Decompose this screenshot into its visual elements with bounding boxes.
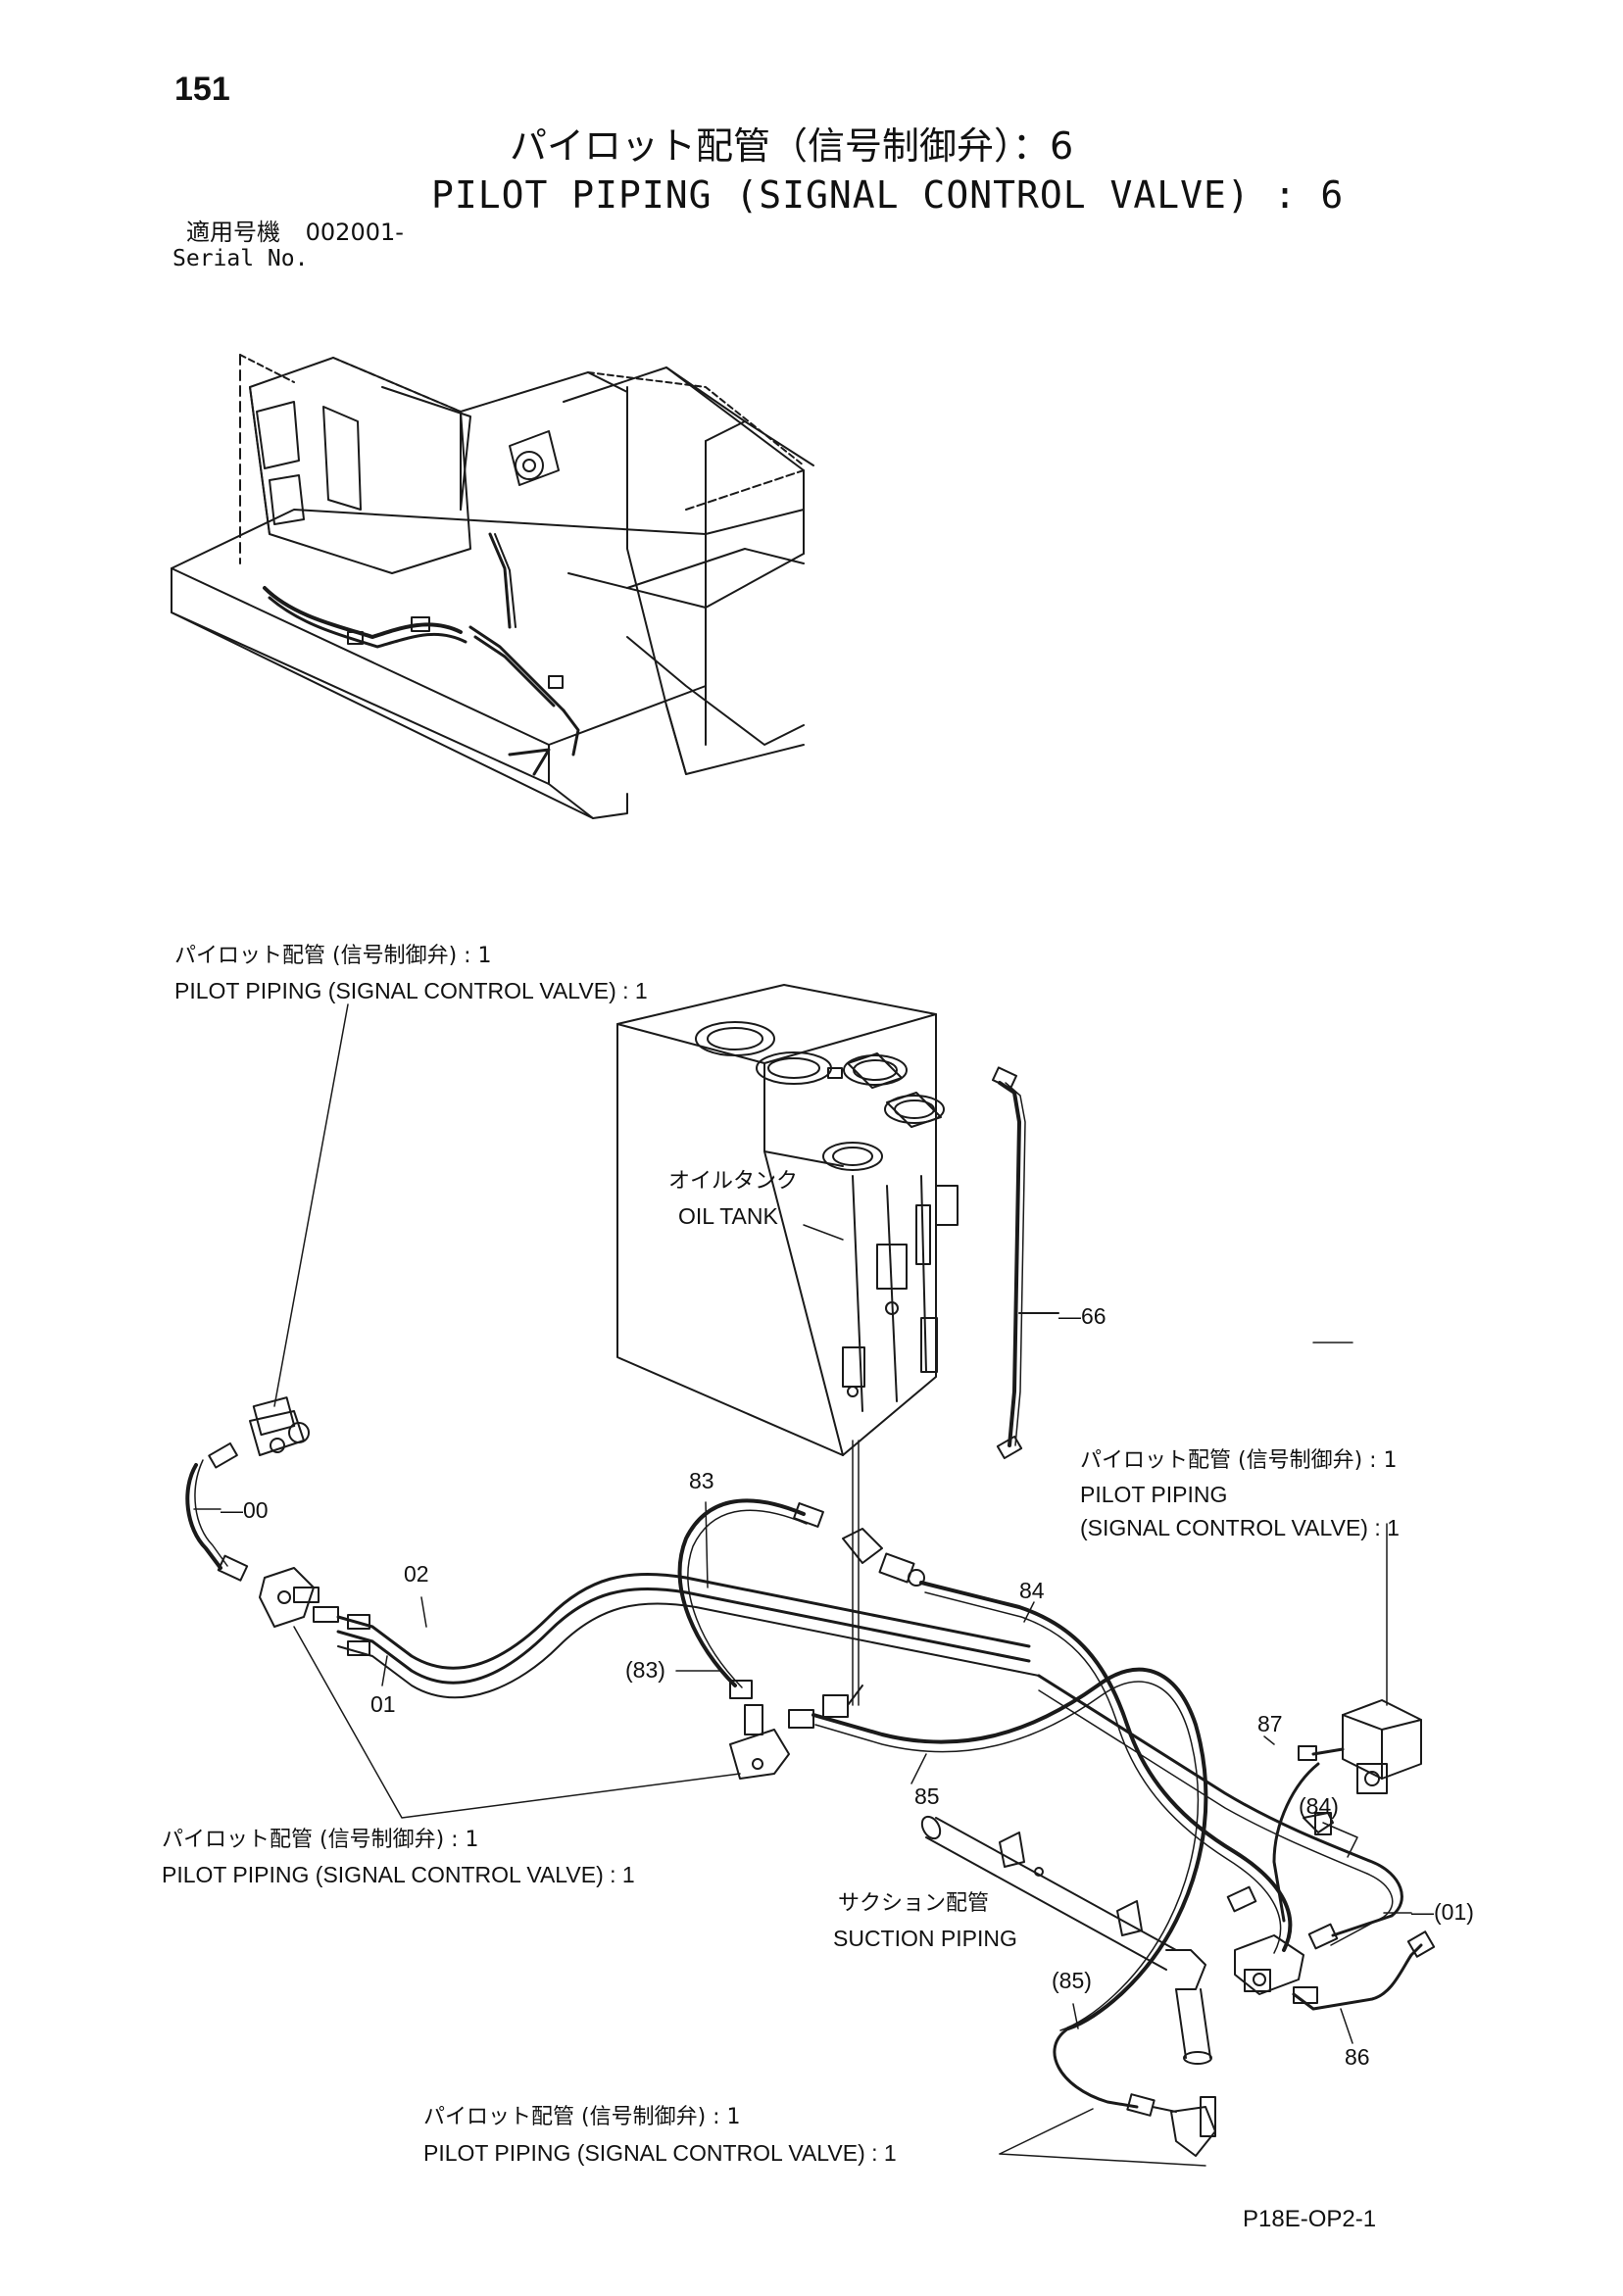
serial-label-en: Serial No. [172,246,309,271]
machine-overview [171,354,814,819]
oil-tank-label-en: OIL TANK [678,1203,778,1229]
callout-top-left-en: PILOT PIPING (SIGNAL CONTROL VALVE) : 1 [174,978,648,1003]
hose-66 [991,1066,1059,1460]
callout-bottom-jp: パイロット配管 (信号制御弁) : 1 [423,2105,741,2129]
part-number-01: 01 [370,1691,396,1717]
part-number-00: —00 [221,1497,269,1523]
hose-01b [1037,1674,1403,1950]
valve-86 [1234,1930,1436,2011]
oil-tank [616,984,959,1456]
part-number-66: —66 [1058,1303,1107,1329]
suction-label-jp: サクション配管 [838,1891,990,1916]
callout-top-left-jp: パイロット配管 (信号制御弁) : 1 [174,944,492,968]
part-number-87: 87 [1257,1711,1283,1736]
serial-label-jp: 適用号機 002001- [186,220,404,244]
callout-right-en2: (SIGNAL CONTROL VALVE) : 1 [1080,1515,1400,1540]
oil-tank-label-jp: オイルタンク [668,1169,799,1194]
callout-lower-left-en: PILOT PIPING (SIGNAL CONTROL VALVE) : 1 [162,1862,635,1887]
part-number-86: 86 [1345,2044,1370,2070]
part-number-83b: (83) [625,1657,665,1683]
left-valve-assembly [185,1396,339,1628]
drawing-code: P18E-OP2-1 [1243,2206,1377,2232]
callout-bottom-en: PILOT PIPING (SIGNAL CONTROL VALVE) : 1 [423,2140,897,2166]
page-number: 151 [174,71,230,108]
part-number-00-text: 00 [243,1497,269,1523]
callout-right-en1: PILOT PIPING [1080,1482,1228,1507]
callout-lower-left-jp: パイロット配管 (信号制御弁) : 1 [162,1828,479,1852]
hoses-01-02 [336,1572,1040,1699]
hose-84-85 [812,1581,1293,2157]
part-number-85: 85 [914,1783,940,1809]
serial-label-jp-text: 適用号機 [186,219,280,246]
suction-label-en: SUCTION PIPING [833,1926,1017,1951]
leader-lines [193,1003,1412,2167]
part-number-83: 83 [689,1468,714,1493]
hose-83 [677,1440,925,1706]
center-fitting [729,1685,863,1780]
part-number-01b: —(01) [1411,1899,1474,1925]
part-number-85b: (85) [1052,1968,1092,1993]
callout-right-jp: パイロット配管 (信号制御弁) : 1 [1080,1448,1398,1473]
part-number-84: 84 [1019,1578,1045,1603]
part-number-02: 02 [404,1561,429,1587]
part-number-01b-text: (01) [1434,1899,1474,1925]
page-title-en: PILOT PIPING (SIGNAL CONTROL VALVE) : 6 [431,173,1345,217]
serial-value: 002001- [305,219,404,246]
part-number-66-text: 66 [1081,1303,1107,1329]
part-number-84b: (84) [1299,1793,1339,1819]
suction-piping [920,1815,1212,2065]
right-valve [1272,1699,1422,1923]
page-title-jp: パイロット配管（信号制御弁）：6 [510,124,1074,168]
